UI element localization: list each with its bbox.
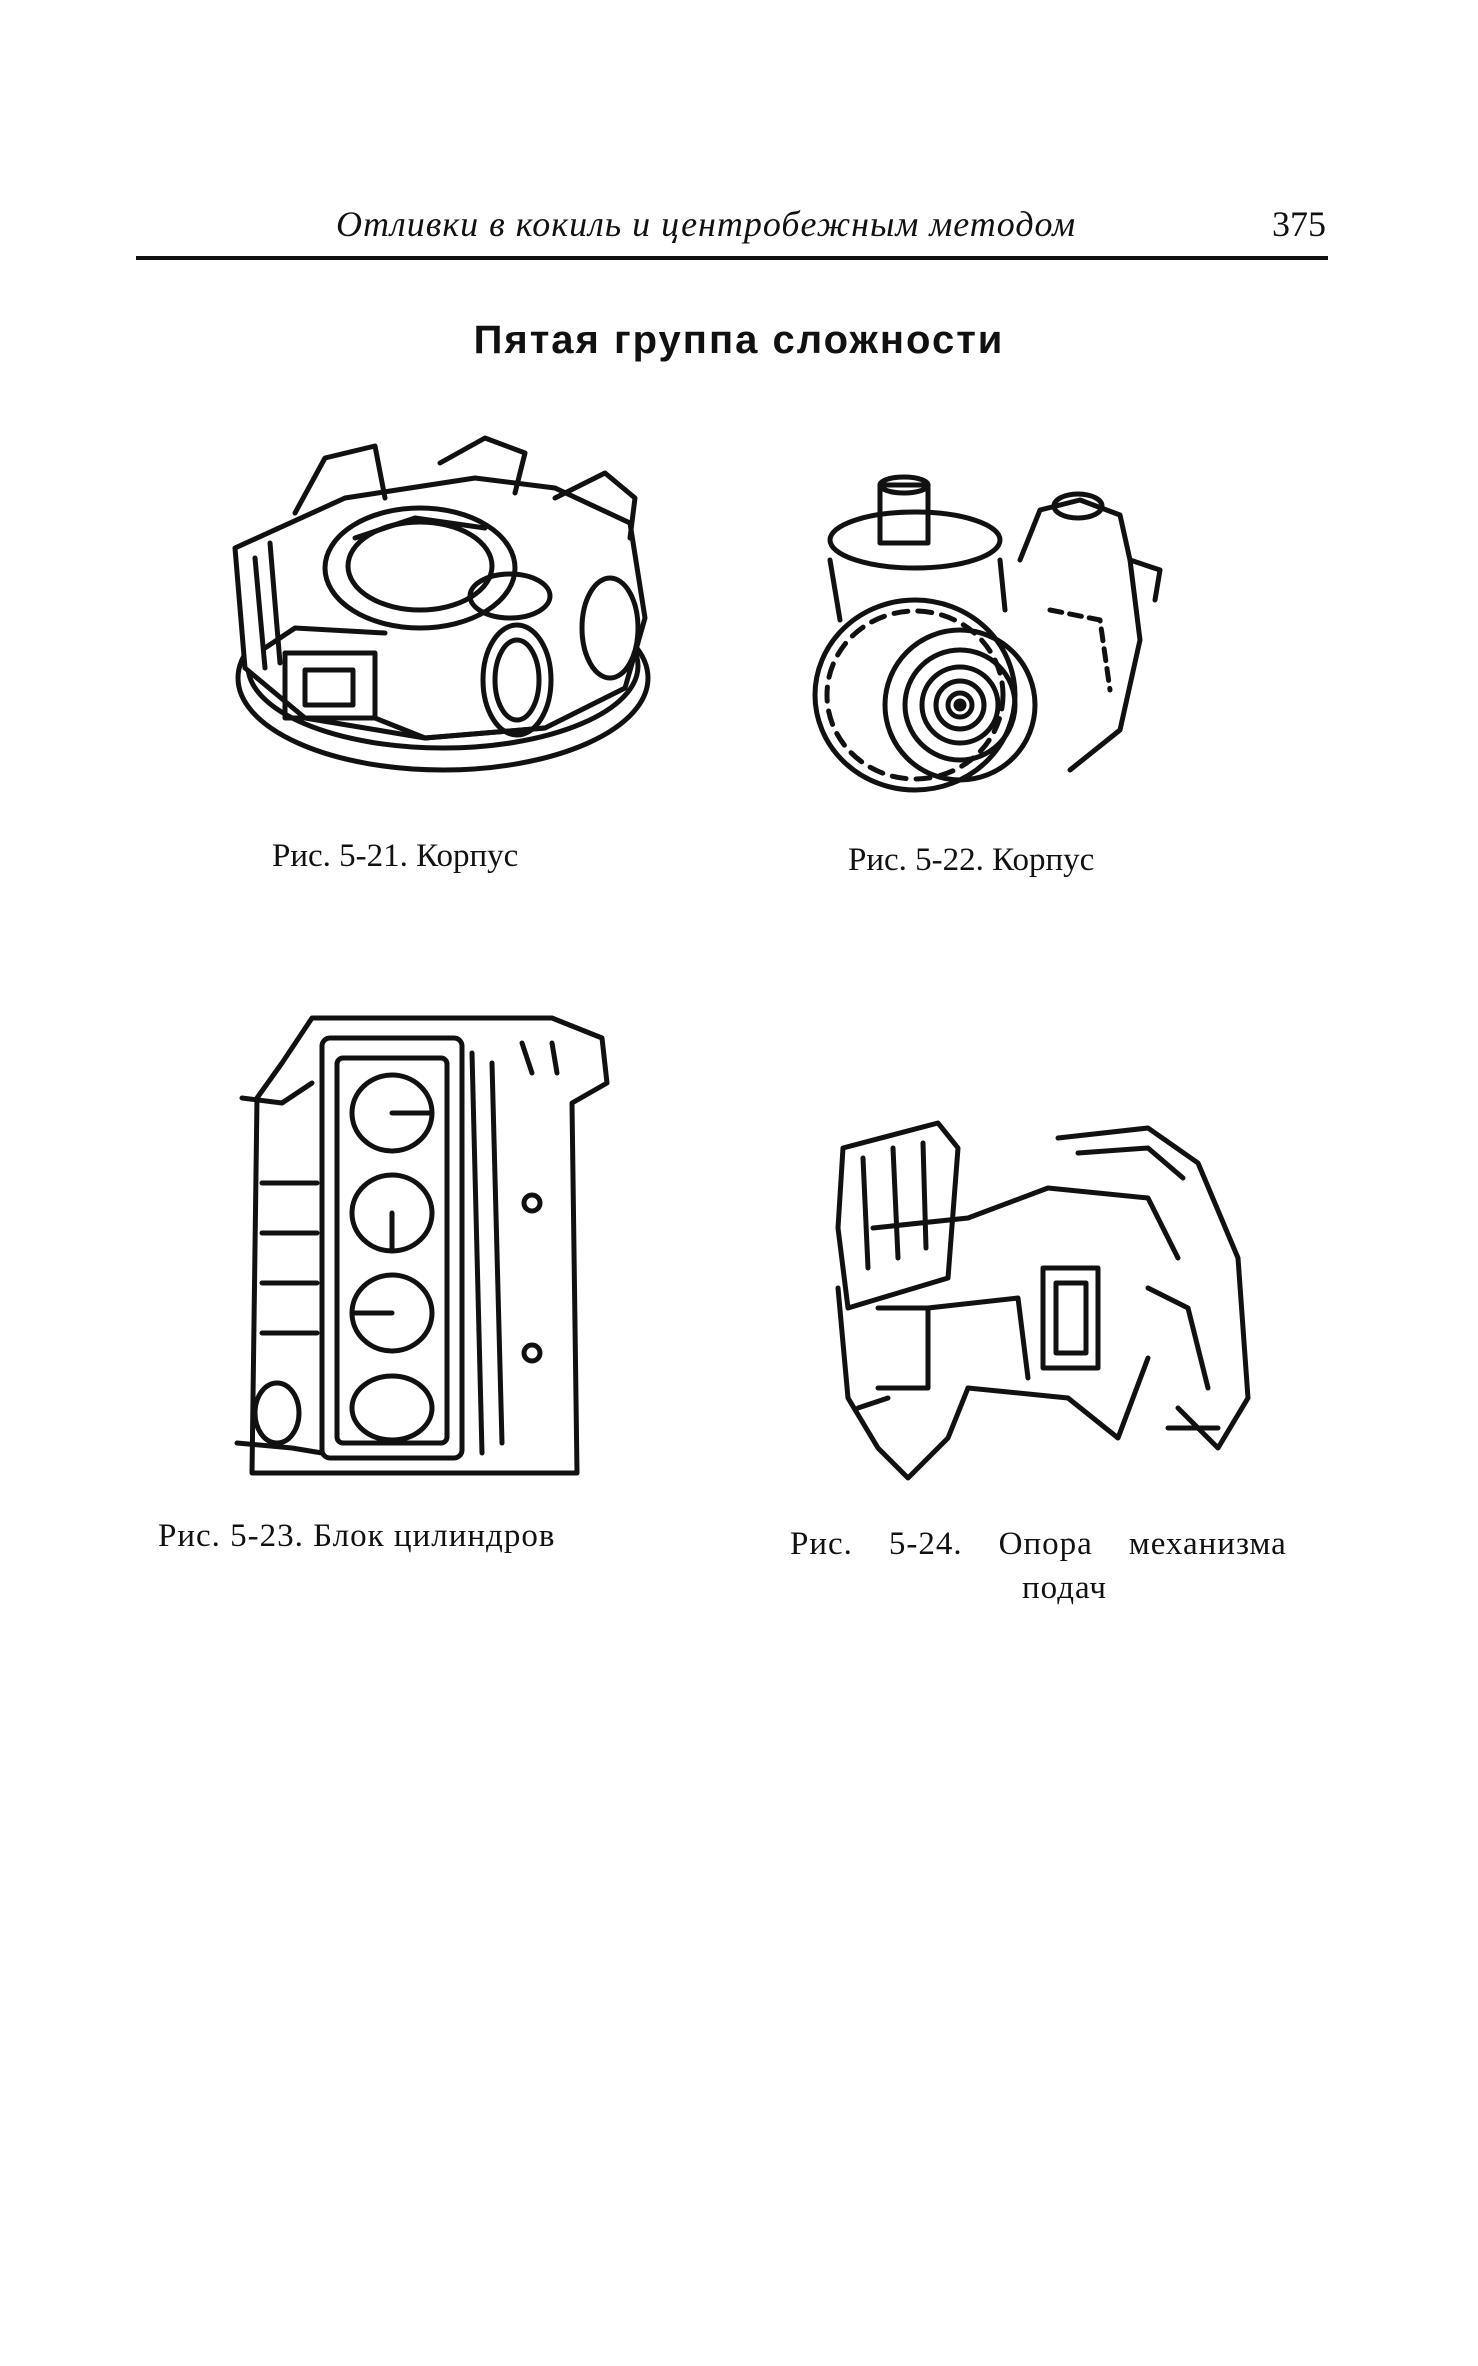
caption-5-21: Рис. 5-21. Корпус [272, 838, 519, 874]
caption-5-24-word-mechanism: механизма [1128, 1526, 1287, 1562]
caption-5-24-fig-label: Рис. [790, 1526, 853, 1562]
housing-drawing-icon [232, 435, 651, 773]
cylinder-block-drawing-icon [234, 1015, 610, 1476]
caption-5-24-line2: подач [1022, 1570, 1107, 1606]
caption-5-23: Рис. 5-23. Блок цилиндров [158, 1518, 556, 1554]
caption-5-24-word-support: Опора [998, 1526, 1093, 1562]
figure-5-24 [818, 1108, 1258, 1498]
running-head: Отливки в кокиль и центробежным методом [336, 204, 1077, 244]
figure-5-23 [232, 1003, 622, 1493]
caption-5-24-fig-number: 5-24. [888, 1526, 963, 1562]
pump-housing-drawing-icon [812, 474, 1163, 793]
header-rule [136, 256, 1328, 260]
feed-mechanism-support-drawing-icon [835, 1120, 1251, 1481]
figure-5-21 [225, 418, 665, 808]
section-title: Пятая группа сложности [473, 318, 1005, 362]
caption-5-24-line1: Рис. 5-24. Опора механизма [790, 1522, 1330, 1566]
page-number: 375 [1272, 204, 1326, 244]
caption-5-24: Рис. 5-24. Опора механизма подач [790, 1522, 1330, 1610]
caption-5-22: Рис. 5-22. Корпус [848, 842, 1095, 878]
figure-5-22 [800, 470, 1180, 810]
